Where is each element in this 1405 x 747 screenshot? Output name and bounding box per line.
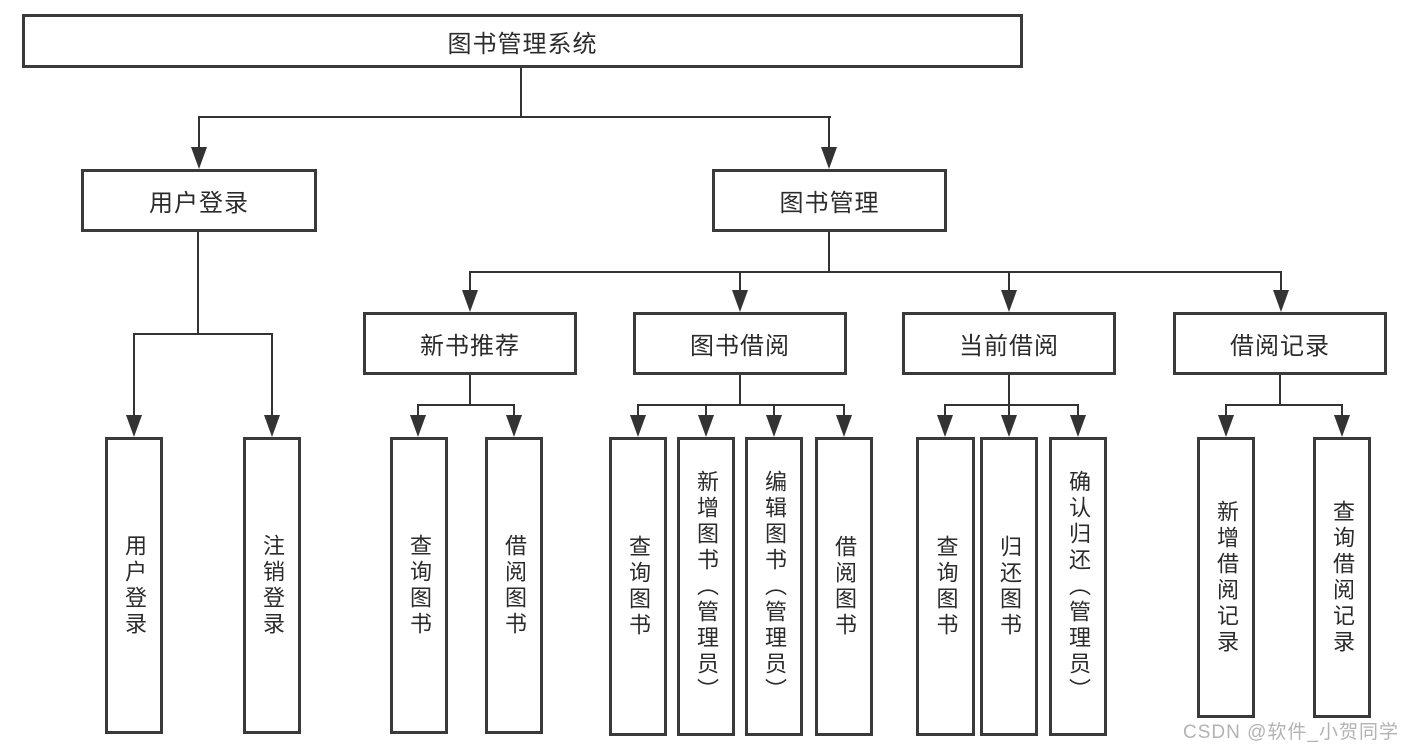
node-borrowing-records: 借阅记录 <box>1173 312 1387 375</box>
connector-drop <box>828 116 830 147</box>
leaf-add-books-admin: 新增图书（管理员） <box>677 437 735 736</box>
node-library-management-system: 图书管理系统 <box>22 14 1023 68</box>
node-label: 图书管理系统 <box>447 30 598 58</box>
node-label: 用户登录 <box>122 533 147 638</box>
connector-drop <box>271 333 273 415</box>
leaf-query-books-current: 查询图书 <box>916 437 975 736</box>
arrowhead-icon <box>836 415 852 437</box>
connector-drop <box>1225 404 1227 417</box>
connector-root-bus <box>198 116 831 118</box>
leaf-query-books-recommend: 查询图书 <box>390 437 448 734</box>
connector-drop <box>944 404 946 417</box>
connector-drop <box>1280 271 1282 290</box>
connector-bus <box>1225 404 1343 406</box>
watermark: CSDN @软件_小贺同学 <box>1183 722 1399 743</box>
node-label: 借阅记录 <box>1230 333 1330 360</box>
arrowhead-icon <box>462 290 478 312</box>
connector-user-login-bus <box>133 333 273 335</box>
arrowhead-icon <box>1273 290 1289 312</box>
leaf-user-login: 用户登录 <box>105 437 163 734</box>
node-label: 图书借阅 <box>690 333 790 360</box>
node-label: 新增借阅记录 <box>1214 499 1239 656</box>
connector-stem <box>1008 375 1010 406</box>
node-current-borrowing: 当前借阅 <box>902 312 1116 375</box>
connector-stem <box>1279 375 1281 406</box>
leaf-logout: 注销登录 <box>243 437 301 734</box>
node-label: 归还图书 <box>997 534 1022 639</box>
arrowhead-icon <box>1334 415 1350 437</box>
node-label: 用户登录 <box>149 190 249 217</box>
connector-drop <box>198 116 200 147</box>
leaf-borrow-books: 借阅图书 <box>815 437 873 736</box>
arrowhead-icon <box>410 415 426 437</box>
node-label: 新增图书（管理员） <box>694 469 719 704</box>
connector-drop <box>637 404 639 417</box>
node-label: 确认归还（管理员） <box>1066 469 1091 704</box>
arrowhead-icon <box>191 147 207 169</box>
node-book-management: 图书管理 <box>712 169 947 232</box>
node-book-borrowing: 图书借阅 <box>633 312 847 375</box>
arrowhead-icon <box>937 415 953 437</box>
connector-root-stem <box>520 68 522 117</box>
connector-drop <box>1008 404 1010 417</box>
connector-drop <box>739 271 741 290</box>
leaf-edit-books-admin: 编辑图书（管理员） <box>745 437 803 736</box>
connector-drop <box>1341 404 1343 417</box>
node-new-book-recommend: 新书推荐 <box>363 312 577 375</box>
arrowhead-icon <box>1218 415 1234 437</box>
arrowhead-icon <box>766 415 782 437</box>
leaf-borrow-books-recommend: 借阅图书 <box>485 437 543 734</box>
connector-stem <box>739 375 741 406</box>
connector-bus <box>637 404 845 406</box>
node-label: 新书推荐 <box>420 333 520 360</box>
node-label: 查询图书 <box>407 533 432 638</box>
connector-bus <box>417 404 515 406</box>
connector-drop <box>1008 271 1010 290</box>
connector-drop <box>705 404 707 417</box>
node-label: 图书管理 <box>779 190 880 217</box>
connector-stem <box>469 375 471 406</box>
node-label: 注销登录 <box>260 533 285 638</box>
node-label: 查询图书 <box>933 534 959 639</box>
arrowhead-icon <box>1001 415 1017 437</box>
node-label: 当前借阅 <box>959 333 1059 360</box>
connector-book-mgmt-bus <box>469 271 1282 273</box>
connector-drop <box>417 404 419 417</box>
leaf-query-borrow-record: 查询借阅记录 <box>1313 437 1371 718</box>
connector-drop <box>469 271 471 290</box>
connector-drop <box>773 404 775 417</box>
node-label: 借阅图书 <box>502 533 527 638</box>
leaf-query-books-borrowing: 查询图书 <box>609 437 667 736</box>
node-label: 借阅图书 <box>832 534 857 639</box>
node-user-login: 用户登录 <box>81 169 317 232</box>
connector-user-login-stem <box>197 232 199 335</box>
arrowhead-icon <box>126 415 142 437</box>
node-label: 编辑图书（管理员） <box>762 469 787 704</box>
arrowhead-icon <box>732 290 748 312</box>
arrowhead-icon <box>264 415 280 437</box>
arrowhead-icon <box>698 415 714 437</box>
arrowhead-icon <box>630 415 646 437</box>
connector-drop <box>133 333 135 415</box>
leaf-return-books: 归还图书 <box>980 437 1038 736</box>
arrowhead-icon <box>821 147 837 169</box>
connector-drop <box>513 404 515 417</box>
arrowhead-icon <box>1070 415 1086 437</box>
connector-bus <box>944 404 1079 406</box>
arrowhead-icon <box>1001 290 1017 312</box>
connector-book-mgmt-stem <box>828 232 830 273</box>
node-label: 查询图书 <box>626 534 651 639</box>
arrowhead-icon <box>506 415 522 437</box>
connector-drop <box>1077 404 1079 417</box>
leaf-confirm-return-admin: 确认归还（管理员） <box>1049 437 1107 736</box>
leaf-add-borrow-record: 新增借阅记录 <box>1197 437 1255 718</box>
node-label: 查询借阅记录 <box>1330 499 1355 656</box>
connector-drop <box>843 404 845 417</box>
